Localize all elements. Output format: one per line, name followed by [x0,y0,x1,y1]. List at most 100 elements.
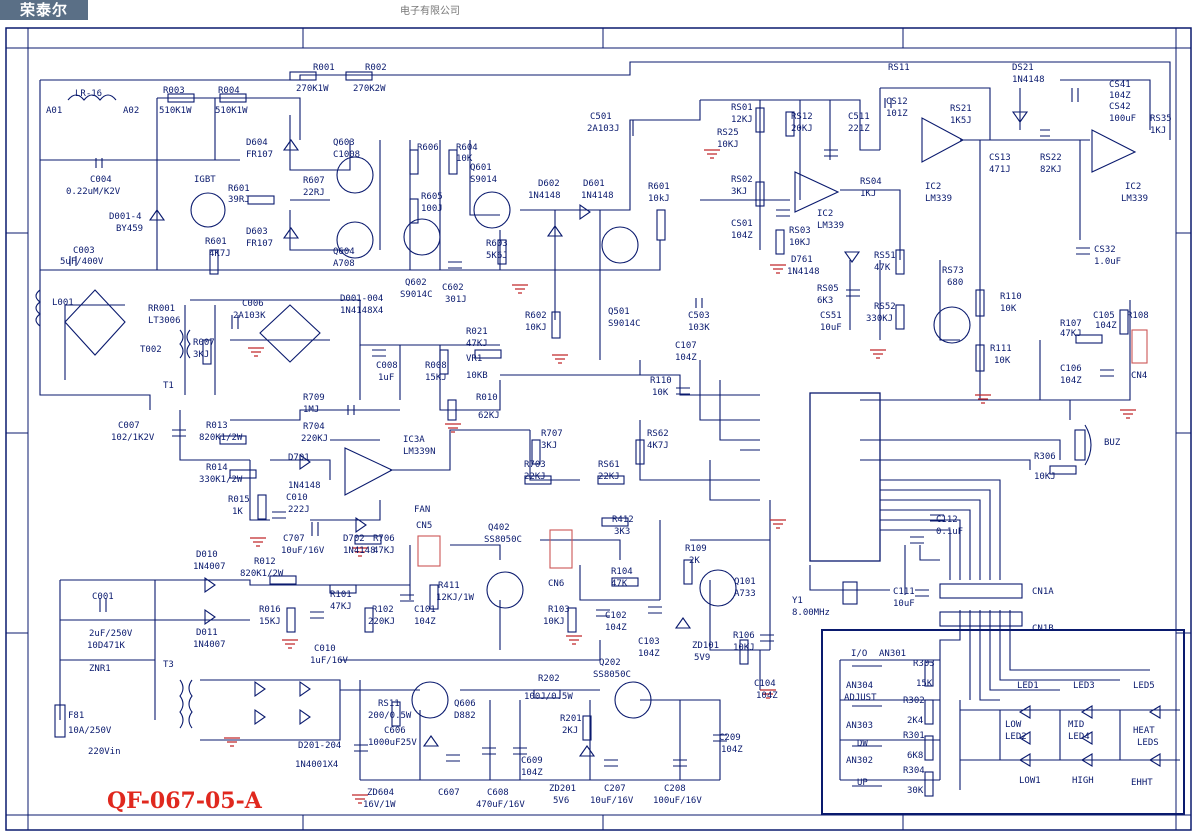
component-label: LOW1 [1019,776,1041,786]
component-label: RS03 [789,226,811,236]
component-label: 301J [445,295,467,305]
component-label: C707 [283,534,305,544]
component-label: S9014C [400,290,433,300]
component-label: 200/0.5W [368,711,412,721]
component-label: R003 [163,86,185,96]
component-label: RS22 [1040,153,1062,163]
component-label: R202 [538,674,560,684]
component-label: 1.0uF [1094,257,1121,267]
component-label: 10uF/16V [281,546,325,556]
component-label: R103 [548,605,570,615]
component-label: 6K3 [817,296,833,306]
component-label: R110 [1000,292,1022,302]
component-label: 30K [907,786,924,796]
component-label: R603 [486,239,508,249]
component-label: R304 [903,766,925,776]
component-label: CS41 [1109,80,1131,90]
buzzer-symbol [1084,424,1092,466]
component-label: C111 [893,587,915,597]
component-label: R014 [206,463,228,473]
component-label: L001 [52,298,74,308]
component-label: RS21 [950,104,972,114]
component-label: S9014 [470,175,497,185]
component-label: 12KJ/1W [436,593,475,603]
component-label: R411 [438,581,460,591]
component-label: RS01 [731,103,753,113]
component-label: RS11 [888,63,910,73]
component-label: C607 [438,788,460,798]
component-label: UP [857,778,868,788]
component-label: 104Z [521,768,543,778]
component-label: RS05 [817,284,839,294]
component-label: Q501 [608,307,630,317]
component-label: 820K1/2W [240,569,284,579]
component-label: 5K6J [486,251,508,261]
component-label: D001-4 [109,212,142,222]
component-label: AN303 [846,721,873,731]
component-label: RS52 [874,302,896,312]
component-label: 82KJ [1040,165,1062,175]
component-label: Y1 [792,596,803,606]
component-label: 3KJ [193,350,209,360]
component-label: HIGH [1072,776,1094,786]
component-label: LEDS [1137,738,1159,748]
component-label: Q604 [333,247,355,257]
component-label: 270K2W [353,84,386,94]
component-label: C609 [521,756,543,766]
component-label: 680 [947,278,963,288]
component-label: Q101 [734,577,756,587]
component-label: Q606 [454,699,476,709]
control-panel-box [821,629,1185,815]
component-label: 104Z [414,617,436,627]
component-label: C008 [376,361,398,371]
component-label: R109 [685,544,707,554]
component-label: 47K [874,263,891,273]
component-label: R004 [218,86,240,96]
component-label: BUZ [1104,438,1121,448]
component-label: A708 [333,259,355,269]
component-label: 5V6 [553,796,569,806]
component-label: ZNR1 [89,664,111,674]
component-label: 1000uF25V [368,738,417,748]
component-label: 10uF/16V [590,796,634,806]
component-label: RS02 [731,175,753,185]
component-label: 104Z [756,691,778,701]
ground-symbols [224,149,1136,804]
component-label: C006 [242,299,264,309]
component-label: 104Z [1095,321,1117,331]
component-label: 15KJ [259,617,281,627]
component-label: C010 [314,644,336,654]
component-label: RS04 [860,177,882,187]
component-label: R013 [206,421,228,431]
component-label: 15KJ [425,373,447,383]
component-label: 10K [994,356,1011,366]
component-label: CN6 [548,579,564,589]
component-label: C112 [936,515,958,525]
component-label: IC3A [403,435,425,445]
component-label: R412 [612,515,634,525]
component-label: 47KJ [330,602,352,612]
component-label: 471J [989,165,1011,175]
component-label: C010 [286,493,308,503]
component-label: FR107 [246,150,273,160]
component-label: R106 [733,631,755,641]
component-label: 3K3 [614,527,630,537]
component-label: 103K [688,323,710,333]
component-label: D701 [288,453,310,463]
component-label: CS42 [1109,102,1131,112]
component-label: FAN [414,505,430,515]
component-label: DW [857,739,868,749]
component-label: 1MJ [303,405,319,415]
component-label: 1N4148 [1012,75,1045,85]
component-label: C608 [487,788,509,798]
component-label: LM339 [925,194,952,204]
component-label: R111 [990,344,1012,354]
component-label: 62KJ [478,411,500,421]
component-label: 2K4 [907,716,923,726]
component-label: R107 [1060,319,1082,329]
component-label: LED4 [1068,732,1090,742]
component-label: A02 [123,106,139,116]
component-label: CS51 [820,311,842,321]
component-label: S9014C [608,319,641,329]
